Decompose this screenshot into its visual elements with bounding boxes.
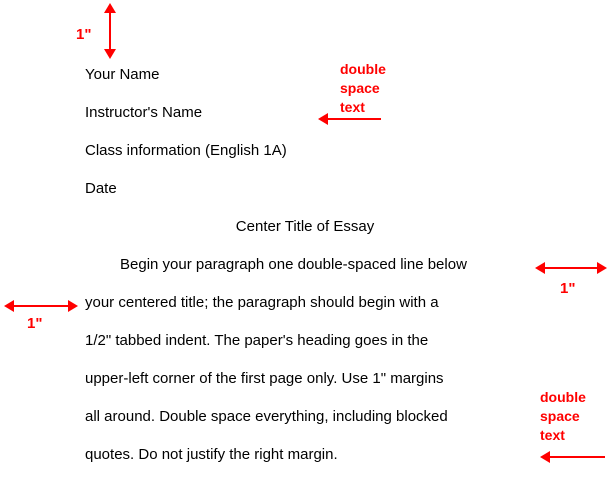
double-space-left-arrow-top-icon: [318, 113, 381, 125]
double-space-note-top: double space text: [340, 61, 386, 115]
paragraph-line: Begin your paragraph one double-spaced l…: [120, 256, 467, 273]
right-margin-label: 1": [560, 280, 576, 297]
top-margin-label: 1": [76, 26, 92, 43]
heading-line-your-name: Your Name: [85, 66, 160, 83]
paragraph-line: upper-left corner of the first page only…: [85, 370, 444, 387]
double-space-left-arrow-bottom-icon: [540, 451, 605, 463]
paragraph-line: 1/2" tabbed indent. The paper's heading …: [85, 332, 429, 349]
paragraph-line: your centered title; the paragraph shoul…: [85, 294, 439, 311]
heading-line-date: Date: [85, 180, 117, 197]
left-margin-label: 1": [27, 315, 43, 332]
top-margin-double-arrow-icon: [104, 3, 116, 59]
heading-line-instructor: Instructor's Name: [85, 104, 203, 121]
left-margin-double-arrow-icon: [4, 300, 78, 312]
paragraph-line: quotes. Do not justify the right margin.: [85, 446, 338, 463]
heading-line-class-info: Class information (English 1A): [85, 142, 287, 159]
double-space-note-bottom: double space text: [540, 389, 586, 443]
paragraph-line: all around. Double space everything, inc…: [85, 408, 448, 425]
essay-title: Center Title of Essay: [235, 218, 375, 235]
right-margin-double-arrow-icon: [535, 262, 607, 274]
